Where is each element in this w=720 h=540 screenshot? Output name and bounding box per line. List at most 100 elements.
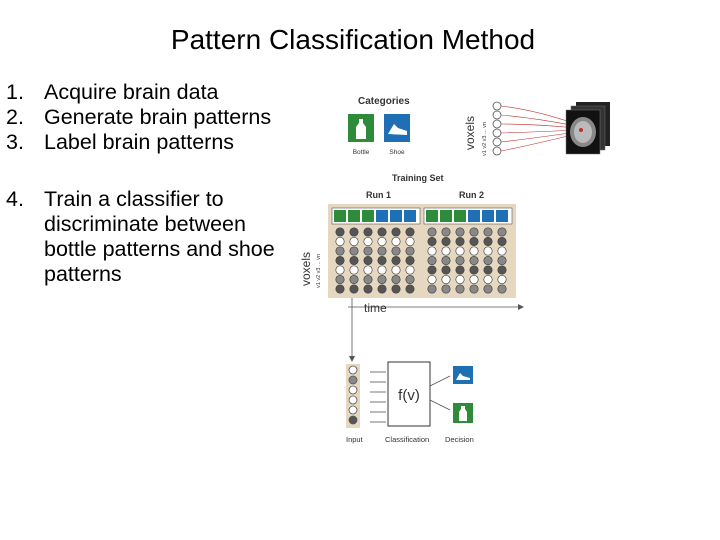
voxel-dot [349,274,359,285]
voxel-dot [483,284,493,294]
voxel-dot [483,274,493,285]
voxel-dot [349,236,359,247]
voxel-dot [391,227,401,237]
voxel-dot [405,246,415,256]
voxels-label-left: voxels [299,252,313,286]
voxels-label-top: voxels [463,116,477,150]
voxel-dot [391,236,401,247]
figure-svg: Categories Bottle Shoe voxels v1 v2 v3 .… [299,96,610,444]
voxel-dot [455,236,465,247]
voxel-dot [455,246,465,256]
categories-label: Categories [358,96,410,107]
voxel-dot [455,274,465,285]
voxel-dot [469,274,479,285]
voxel-dot [441,255,451,266]
run2-label: Run 2 [459,190,484,200]
step-text: Train a classifier to discriminate betwe… [44,187,275,286]
voxel-dot [335,255,345,266]
voxel-dot [483,265,493,275]
voxel-dot [427,246,437,256]
decision-bottle-icon [459,406,467,421]
voxel-dot [469,255,479,266]
classifier-box [387,361,431,427]
voxel-dot [349,227,359,237]
voxel-dot [349,255,359,266]
voxel-to-brain-lines [500,105,577,152]
voxel-dot [349,265,359,275]
voxel-dot [427,227,437,237]
decision-label: Decision [445,435,474,444]
voxel-dot [335,236,345,247]
voxel-dot [427,284,437,294]
voxel-dot [391,255,401,266]
decision-shoe-icon [456,373,470,380]
voxel-dot [469,227,479,237]
time-arrowhead [518,304,524,310]
voxel-dot [427,265,437,275]
voxel-dot [483,255,493,266]
voxel-dot [391,284,401,294]
voxel-dot [377,265,387,275]
bottle-label: Bottle [353,149,370,156]
voxel-dot [377,246,387,256]
voxel-dot [391,265,401,275]
voxel-dot [391,246,401,256]
voxel-dot [455,265,465,275]
voxel-dot [363,255,373,266]
voxel-dot [483,227,493,237]
voxel-ticks-top: v1 v2 v3 ... vn [482,122,488,156]
voxel-dot [497,265,507,275]
input-voxels [348,365,358,425]
voxel-dot [469,246,479,256]
training-set-label: Training Set [392,173,444,183]
voxel-dot [497,274,507,285]
output-arrow-shoe [429,375,451,387]
voxel-dot [363,265,373,275]
voxel-dot [335,284,345,294]
time-label: time [364,301,387,315]
step-number: 2. [6,105,24,129]
voxel-dot [427,274,437,285]
voxel-dot [497,236,507,247]
voxel-dot [497,227,507,237]
voxel-dot [377,255,387,266]
step-text: Label brain patterns [44,130,235,154]
shoe-label: Shoe [389,149,405,156]
voxel-dot [483,246,493,256]
function-label: f(v) [398,387,420,404]
voxel-dot [363,246,373,256]
voxel-dot [405,227,415,237]
voxel-grid [335,227,507,294]
voxel-dot [441,227,451,237]
voxel-dot [405,284,415,294]
voxel-dot [469,265,479,275]
step-number: 3. [6,130,24,154]
voxel-dot [363,236,373,247]
voxel-dot [455,255,465,266]
step-number: 1. [6,80,24,104]
voxel-dot [391,274,401,285]
voxel-dot [363,284,373,294]
voxel-dot [405,236,415,247]
page-title: Pattern Classification Method [170,24,536,55]
voxel-dot [455,227,465,237]
run2-labels [426,210,508,222]
voxel-ticks-left: v1 v2 v3 ... vn [316,254,322,288]
voxel-dot [377,236,387,247]
voxel-dot [349,284,359,294]
voxel-column-top [492,101,502,156]
down-arrowhead [349,356,355,362]
voxel-dot [497,284,507,294]
voxel-dot [441,265,451,275]
voxel-dot [377,274,387,285]
input-arrows [370,371,386,423]
voxel-dot [455,284,465,294]
step-text: Generate brain patterns [44,105,272,129]
voxel-dot [363,274,373,285]
input-label: Input [346,435,364,444]
voxel-dot [363,227,373,237]
shoe-icon [388,124,407,135]
classification-label: Classification [385,435,429,444]
steps-list: 1. Acquire brain data 2. Generate brain … [6,80,286,287]
decision-shoe-tile [453,366,473,384]
